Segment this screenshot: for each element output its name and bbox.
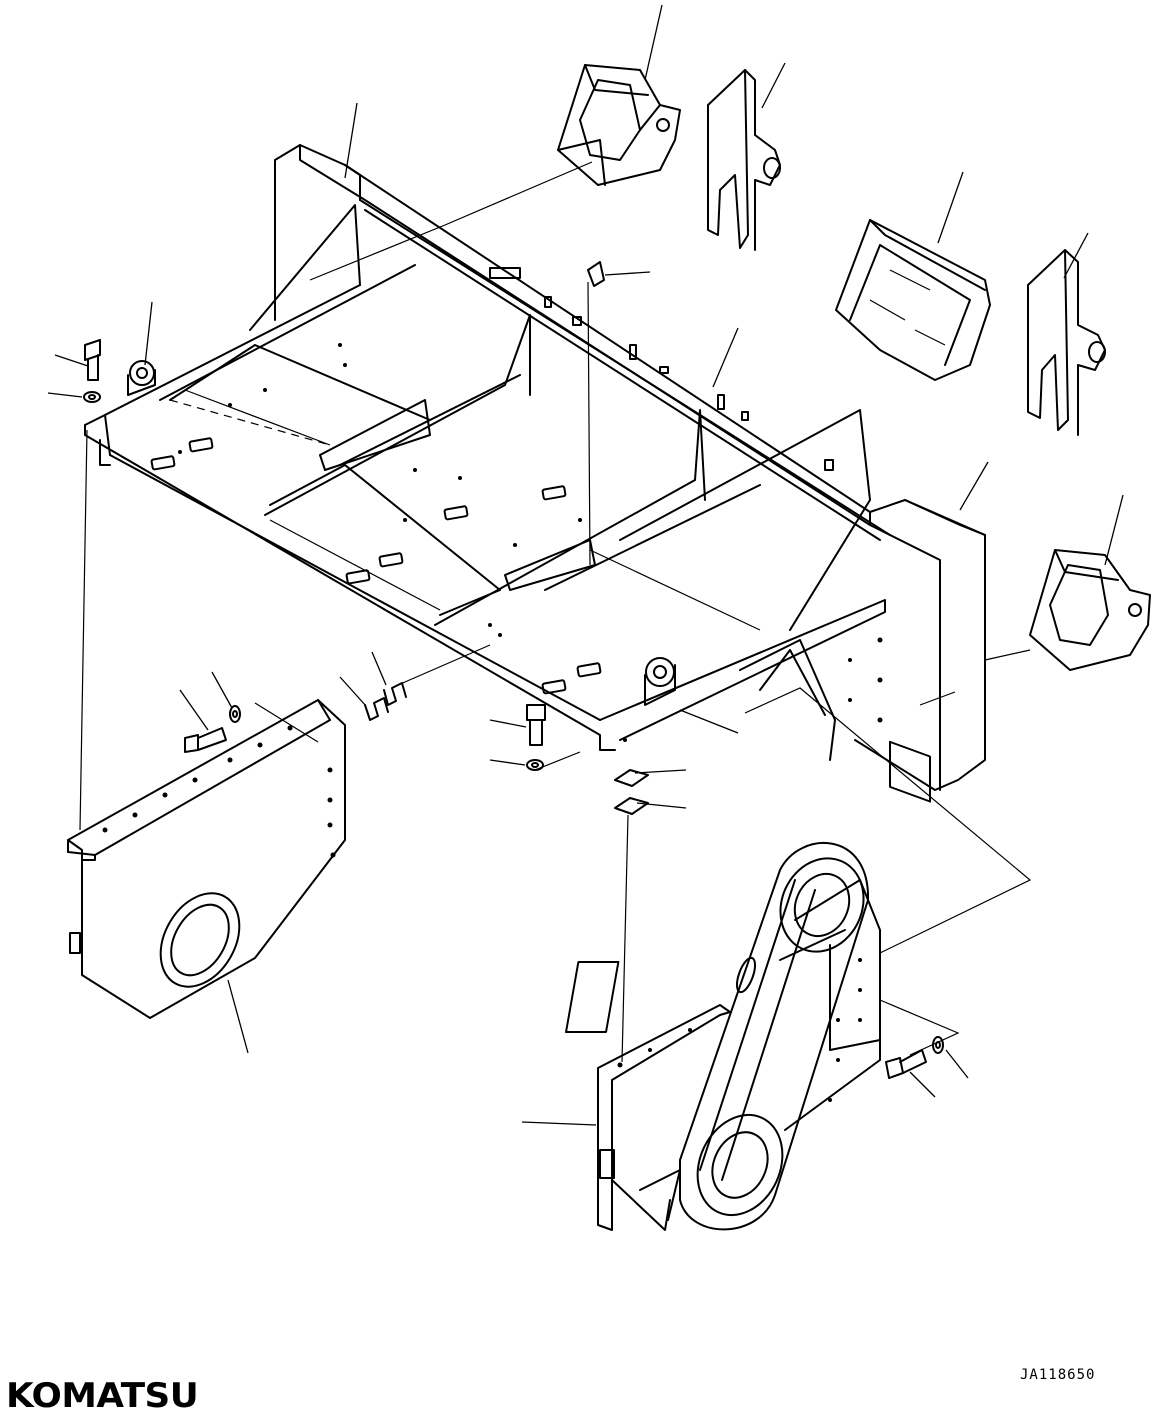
- main-frame: [84, 144, 986, 803]
- pivot-arm-assembly: [565, 841, 881, 1231]
- mount-bracket-rear-right: [1029, 549, 1151, 671]
- washer: [932, 1036, 944, 1054]
- side-gusset-right: [1027, 249, 1106, 436]
- side-gusset-left: [707, 69, 781, 251]
- washer: [83, 391, 101, 403]
- bolt: [526, 704, 546, 746]
- mount-bracket-front-left: [557, 64, 681, 186]
- bolt: [184, 727, 227, 753]
- end-plate-left: [67, 699, 346, 1019]
- shim: [364, 682, 407, 721]
- bolt: [84, 339, 101, 381]
- plug: [587, 261, 605, 287]
- leader-lines: [47, 4, 1124, 1126]
- support-cradle: [835, 219, 991, 381]
- washer: [526, 759, 544, 771]
- drawing-reference-code: JA118650: [1020, 1367, 1096, 1383]
- bolt: [885, 1049, 927, 1079]
- komatsu-logo: KOMATSU: [6, 1376, 199, 1416]
- shim: [614, 769, 649, 815]
- washer: [229, 705, 241, 723]
